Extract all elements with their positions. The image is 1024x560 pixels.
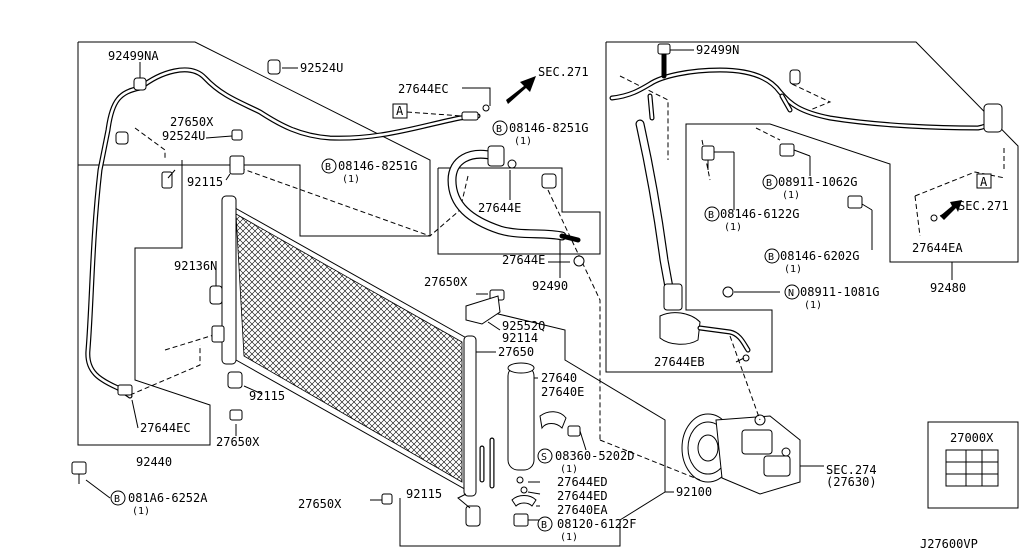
part-label-92114[interactable]: 92114	[502, 331, 538, 345]
part-qty: (1)	[724, 222, 742, 233]
part-label-081A6-6252A[interactable]: 081A6-6252A	[128, 491, 208, 505]
part-label-92499NA[interactable]: 92499NA	[108, 49, 159, 63]
compressor-illustration	[599, 335, 824, 495]
section-ref-sec274[interactable]: SEC.274	[826, 463, 877, 477]
part-label-27644E[interactable]: 27644E	[502, 253, 545, 267]
part-label-08146-8251G[interactable]: 08146-8251G	[338, 159, 417, 173]
part-label-27640E[interactable]: 27640E	[541, 385, 584, 399]
part-qty: (1)	[782, 190, 800, 201]
receiver-assembly-92100	[399, 295, 674, 547]
condenser-27650	[209, 129, 496, 527]
hose-assembly-92490	[429, 145, 601, 440]
part-label-08146-8251G[interactable]: 08146-8251G	[509, 121, 588, 135]
pipe-assembly-92480	[605, 41, 1019, 373]
section-ref-sec274-sub: (27630)	[826, 475, 877, 489]
part-label-08146-6122G[interactable]: 08146-6122G	[720, 207, 799, 221]
part-label-08911-1062G[interactable]: 08911-1062G	[778, 175, 857, 189]
part-label-27644EC[interactable]: 27644EC	[398, 82, 449, 96]
part-label-92136N[interactable]: 92136N	[174, 259, 217, 273]
marker-a-left: A	[396, 104, 404, 118]
label-box-27000X	[927, 421, 1019, 509]
symbol-n: N	[788, 288, 794, 299]
part-label-92490[interactable]: 92490	[532, 279, 568, 293]
section-ref-sec271[interactable]: SEC.271	[538, 65, 589, 79]
symbol-b: B	[496, 124, 502, 135]
part-label-27650[interactable]: 27650	[498, 345, 534, 359]
part-label-08146-6202G[interactable]: 08146-6202G	[780, 249, 859, 263]
part-label-27650X[interactable]: 27650X	[424, 275, 468, 289]
part-qty: (1)	[514, 136, 532, 147]
marker-a-left-box	[392, 103, 408, 119]
part-label-92524U[interactable]: 92524U	[162, 129, 205, 143]
part-label-92115[interactable]: 92115	[249, 389, 285, 403]
symbol-b: B	[541, 520, 547, 531]
part-qty: (1)	[560, 464, 578, 475]
bolt-symbols	[110, 120, 800, 532]
marker-a-right: A	[980, 175, 988, 189]
part-label-27644EA[interactable]: 27644EA	[912, 241, 963, 255]
part-label-92115[interactable]: 92115	[187, 175, 223, 189]
part-label-92552Q[interactable]: 92552Q	[502, 319, 545, 333]
marker-a-right-box	[976, 173, 992, 189]
part-qty: (1)	[784, 264, 802, 275]
part-label-08911-1081G[interactable]: 08911-1081G	[800, 285, 879, 299]
part-label-27644ED[interactable]: 27644ED	[557, 475, 608, 489]
part-label-92115[interactable]: 92115	[406, 487, 442, 501]
symbol-b: B	[708, 210, 714, 221]
part-label-27650X[interactable]: 27650X	[216, 435, 260, 449]
part-label-27640EA[interactable]: 27640EA	[557, 503, 608, 517]
part-label-27644E[interactable]: 27644E	[478, 201, 521, 215]
part-label-08360-5202D[interactable]: 08360-5202D	[555, 449, 634, 463]
part-label-27650X[interactable]: 27650X	[170, 115, 214, 129]
part-qty: (1)	[132, 506, 150, 517]
symbol-b: B	[325, 162, 331, 173]
arrow-to-sec271-top	[506, 76, 536, 104]
symbol-b: B	[766, 178, 772, 189]
part-labels: 92499NA 92524U 27644EC A SEC.271 27650X …	[108, 43, 1009, 551]
part-label-08120-6122F[interactable]: 08120-6122F	[557, 517, 636, 531]
symbol-s: S	[541, 452, 547, 463]
symbol-b: B	[768, 252, 774, 263]
diagram-id: J27600VP	[920, 537, 978, 551]
part-label-92440[interactable]: 92440	[136, 455, 172, 469]
part-label-27000X[interactable]: 27000X	[950, 431, 994, 445]
part-qty: (1)	[804, 300, 822, 311]
part-label-92499N[interactable]: 92499N	[696, 43, 739, 57]
part-label-27650X[interactable]: 27650X	[298, 497, 342, 511]
part-label-27644EC[interactable]: 27644EC	[140, 421, 191, 435]
part-label-92524U[interactable]: 92524U	[300, 61, 343, 75]
part-label-92480[interactable]: 92480	[930, 281, 966, 295]
part-label-27644EB[interactable]: 27644EB	[654, 355, 705, 369]
arrow-to-sec271-right	[940, 200, 962, 220]
part-qty: (1)	[560, 532, 578, 543]
section-ref-sec271[interactable]: SEC.271	[958, 199, 1009, 213]
part-label-27644ED[interactable]: 27644ED	[557, 489, 608, 503]
part-label-27640[interactable]: 27640	[541, 371, 577, 385]
symbol-b: B	[114, 494, 120, 505]
part-qty: (1)	[342, 174, 360, 185]
part-label-92100[interactable]: 92100	[676, 485, 712, 499]
